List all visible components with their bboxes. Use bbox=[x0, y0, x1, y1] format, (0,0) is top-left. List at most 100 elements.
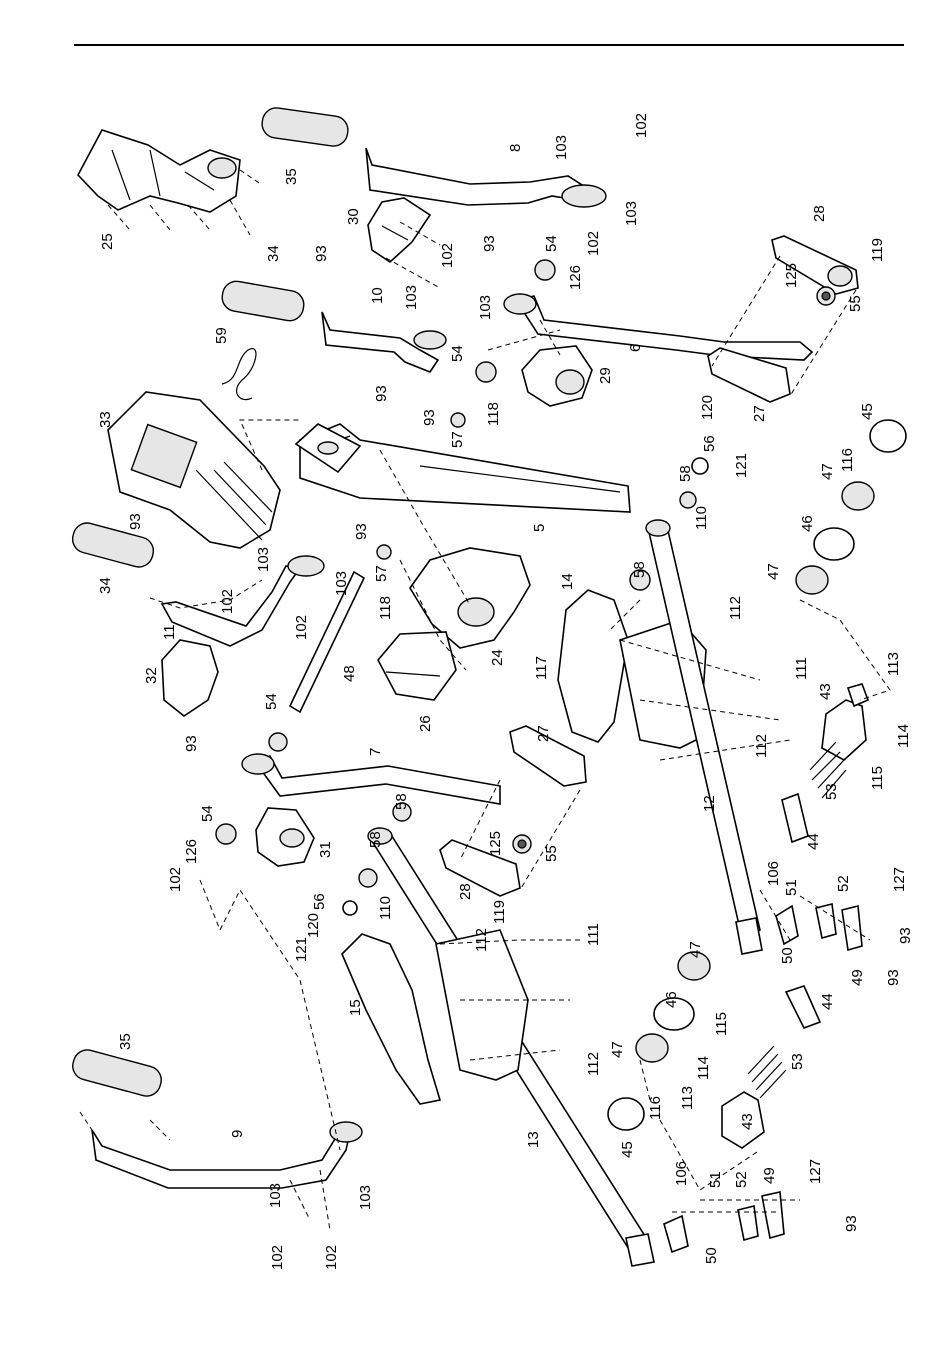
clamp-assembly-bottom-shape bbox=[663, 1191, 785, 1254]
hub-55-top-shape bbox=[816, 286, 836, 306]
label-120-a: 120 bbox=[699, 395, 716, 420]
label-112-c: 112 bbox=[473, 928, 490, 952]
label-126-a: 126 bbox=[567, 265, 584, 290]
label-52-b: 52 bbox=[733, 1171, 750, 1188]
shroud-31-shape bbox=[255, 807, 315, 867]
hardware-shapes bbox=[215, 259, 709, 916]
label-47-d: 47 bbox=[609, 1041, 626, 1058]
label-102-f: 102 bbox=[167, 867, 184, 892]
cable-59-shape bbox=[221, 347, 257, 401]
label-45-b: 45 bbox=[619, 1141, 636, 1158]
label-93-h: 93 bbox=[897, 927, 914, 944]
label-106-a: 106 bbox=[765, 861, 782, 886]
label-6: 6 bbox=[627, 344, 644, 352]
label-93-d: 93 bbox=[421, 409, 438, 426]
label-34-b: 34 bbox=[97, 577, 114, 594]
label-15: 15 bbox=[347, 999, 364, 1016]
label-57-b: 57 bbox=[373, 565, 390, 582]
arm-7-shape bbox=[241, 753, 501, 805]
label-119-b: 119 bbox=[491, 900, 508, 924]
shroud-32-shape bbox=[161, 639, 219, 717]
label-49-b: 49 bbox=[761, 1167, 778, 1184]
label-54-a: 54 bbox=[543, 235, 560, 252]
label-103-a: 103 bbox=[553, 135, 570, 160]
label-103-f: 103 bbox=[333, 571, 350, 596]
label-102-e: 102 bbox=[293, 615, 310, 640]
grip-35-top-shape bbox=[261, 107, 349, 147]
label-51-b: 51 bbox=[707, 1171, 724, 1188]
label-44-b: 44 bbox=[819, 993, 836, 1010]
label-7: 7 bbox=[367, 748, 384, 756]
label-47-a: 47 bbox=[819, 463, 836, 480]
cover-28-top-shape bbox=[771, 235, 859, 295]
label-103-d: 103 bbox=[477, 295, 494, 320]
label-10: 10 bbox=[369, 287, 386, 304]
label-54-b: 54 bbox=[449, 345, 466, 362]
console-33-shape bbox=[107, 391, 281, 549]
label-43-b: 43 bbox=[739, 1113, 756, 1130]
label-28-a: 28 bbox=[811, 205, 828, 222]
cover-28-bottom-shape bbox=[439, 839, 521, 897]
label-33: 33 bbox=[97, 411, 114, 428]
bearing-stack-bottom-shape bbox=[607, 951, 711, 1131]
label-93-g: 93 bbox=[183, 735, 200, 752]
label-93-a: 93 bbox=[481, 235, 498, 252]
shroud-25-shape bbox=[77, 129, 241, 213]
label-118-a: 118 bbox=[485, 402, 502, 426]
label-53-a: 53 bbox=[823, 783, 840, 800]
label-58-c: 58 bbox=[367, 831, 384, 848]
hub-55-bottom-shape bbox=[512, 834, 532, 854]
label-103-e: 103 bbox=[255, 547, 272, 572]
label-113-a: 113 bbox=[885, 652, 902, 676]
shroud-30-shape bbox=[367, 197, 432, 264]
label-56-a: 56 bbox=[701, 435, 718, 452]
arm-8-shape bbox=[365, 147, 607, 208]
label-24: 24 bbox=[489, 649, 506, 666]
dashed-assembly-lines bbox=[79, 169, 891, 1231]
label-106-b: 106 bbox=[673, 1161, 690, 1186]
label-102-a: 102 bbox=[633, 113, 650, 138]
label-55-b: 55 bbox=[543, 845, 560, 862]
label-112-a: 112 bbox=[727, 596, 744, 620]
label-114-a: 114 bbox=[895, 724, 912, 748]
label-34-a: 34 bbox=[265, 245, 282, 262]
label-11: 11 bbox=[161, 624, 178, 640]
callout-labels: 25 35 8 103 102 103 102 126 54 93 30 28 … bbox=[97, 113, 914, 1270]
label-103-b: 103 bbox=[623, 201, 640, 226]
arm-11-shape bbox=[160, 555, 325, 647]
label-113-b: 113 bbox=[679, 1086, 696, 1110]
pedal-arm-top-shape bbox=[781, 683, 870, 844]
label-32: 32 bbox=[143, 667, 160, 684]
label-125-b: 125 bbox=[487, 831, 504, 856]
label-126-b: 126 bbox=[183, 839, 200, 864]
grip-35-bottom-shape bbox=[72, 1049, 162, 1097]
label-54-c: 54 bbox=[263, 693, 280, 710]
arm-9-shape bbox=[91, 1121, 363, 1189]
label-127-a: 127 bbox=[891, 867, 908, 892]
shroud-29-shape bbox=[521, 345, 593, 407]
label-28-b: 28 bbox=[457, 883, 474, 900]
grip-34-upper-shape bbox=[221, 280, 305, 322]
shroud-24-shape bbox=[409, 547, 531, 649]
label-93-c: 93 bbox=[373, 385, 390, 402]
label-29: 29 bbox=[597, 367, 614, 384]
label-112-b: 112 bbox=[753, 734, 770, 758]
label-112-d: 112 bbox=[585, 1052, 602, 1076]
pedal-15-shape bbox=[341, 929, 529, 1105]
label-25: 25 bbox=[99, 233, 116, 250]
label-93-f: 93 bbox=[353, 523, 370, 540]
label-49-a: 49 bbox=[849, 969, 866, 986]
label-120-b: 120 bbox=[305, 913, 322, 938]
label-116-b: 116 bbox=[647, 1096, 664, 1120]
label-53-b: 53 bbox=[789, 1053, 806, 1070]
label-8: 8 bbox=[507, 144, 524, 152]
label-50-b: 50 bbox=[703, 1247, 720, 1264]
arm-10-shape bbox=[321, 311, 447, 373]
clamp-assembly-top-shape bbox=[775, 903, 863, 952]
label-13: 13 bbox=[525, 1131, 542, 1148]
label-46-a: 46 bbox=[799, 515, 816, 532]
plate-5-shape bbox=[294, 423, 362, 474]
part-shapes bbox=[71, 107, 907, 1267]
label-103-c: 103 bbox=[403, 285, 420, 310]
